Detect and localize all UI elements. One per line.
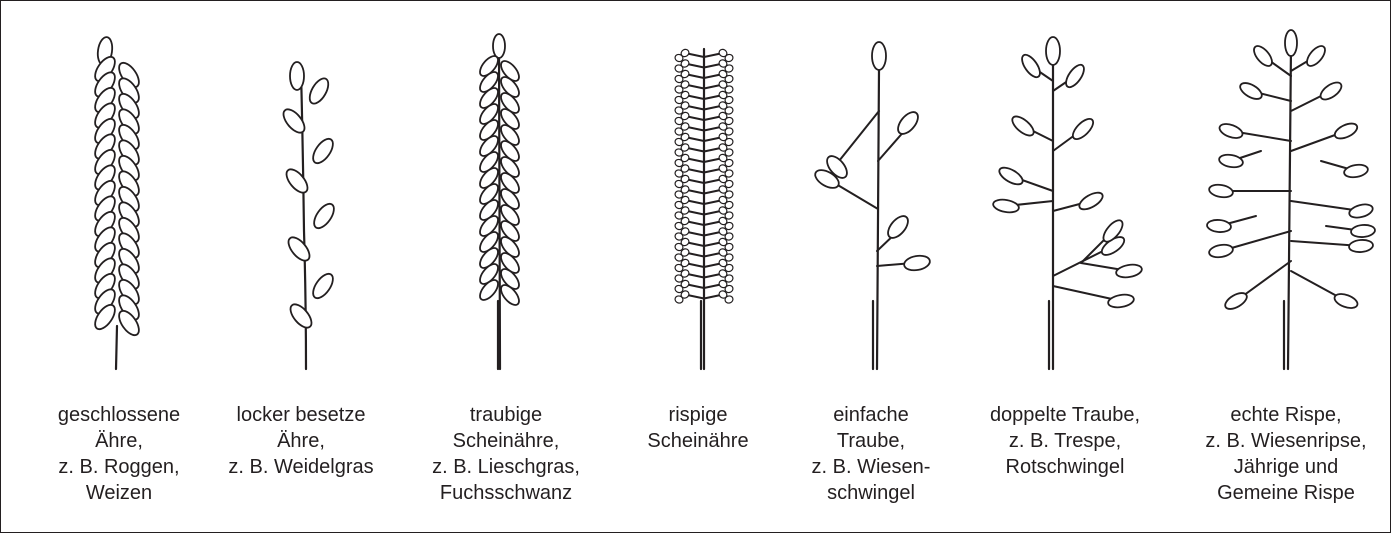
caption-locker-besetzte-aehre: locker besetze Ähre, z. B. Weidelgras — [206, 402, 396, 480]
drawing-doppelte-traube — [992, 37, 1143, 369]
spikelet — [1207, 219, 1232, 233]
spikelet — [1333, 120, 1360, 141]
caption-geschlossene-aehre: geschlossene Ähre, z. B. Roggen, Weizen — [24, 402, 214, 506]
spikelet — [309, 271, 337, 302]
caption-traubige-scheinaehre: traubige Scheinähre, z. B. Lieschgras, F… — [411, 402, 601, 506]
spikelet — [1348, 202, 1374, 220]
spikelet — [1009, 113, 1037, 139]
drawing-traubige-scheinaehre — [477, 34, 523, 369]
spikelet — [997, 164, 1026, 187]
spikelet — [1218, 153, 1244, 169]
spikelet — [1318, 79, 1345, 103]
spikelet — [1349, 239, 1374, 253]
spikelet — [1351, 224, 1376, 238]
spikelet — [1019, 52, 1044, 80]
caption-rispige-scheinaehre: rispige Scheinähre — [603, 402, 793, 454]
caption-line: einfache — [776, 402, 966, 428]
spikelet — [493, 34, 505, 58]
drawing-geschlossene-aehre — [91, 36, 143, 369]
caption-line: Traube, — [776, 428, 966, 454]
spikelet — [1063, 62, 1088, 90]
spikelet — [1107, 293, 1135, 309]
caption-einfache-traube: einfache Traube, z. B. Wiesen- schwingel — [776, 402, 966, 506]
spikelet — [1070, 116, 1097, 143]
caption-line: Jährige und — [1191, 454, 1381, 480]
drawing-rispige-scheinaehre — [674, 48, 734, 369]
caption-line: geschlossene — [24, 402, 214, 428]
spikelet — [1251, 43, 1276, 69]
spikelet — [1343, 163, 1369, 179]
caption-echte-rispe: echte Rispe, z. B. Wiesenripse, Jährige … — [1191, 402, 1381, 506]
caption-line: Gemeine Rispe — [1191, 480, 1381, 506]
spikelet — [1115, 263, 1143, 279]
caption-line: echte Rispe, — [1191, 402, 1381, 428]
caption-line: locker besetze — [206, 402, 396, 428]
spikelet — [1077, 189, 1106, 212]
spikelet — [1238, 80, 1265, 102]
spikelet — [1046, 37, 1060, 65]
caption-line: z. B. Wiesenripse, — [1191, 428, 1381, 454]
spikelet — [306, 75, 332, 106]
caption-line: Scheinähre, — [411, 428, 601, 454]
caption-line: Fuchsschwanz — [411, 480, 601, 506]
spikelet — [1218, 121, 1245, 140]
caption-line: Ähre, — [206, 428, 396, 454]
caption-line: Weizen — [24, 480, 214, 506]
drawing-einfache-traube — [812, 42, 931, 369]
caption-line: z. B. Lieschgras, — [411, 454, 601, 480]
spikelet — [1223, 290, 1250, 312]
spikelet — [287, 301, 316, 331]
caption-line: Ähre, — [24, 428, 214, 454]
caption-line: z. B. Weidelgras — [206, 454, 396, 480]
spikelet — [1208, 183, 1234, 199]
spikelet — [1285, 30, 1297, 56]
caption-line: z. B. Roggen, — [24, 454, 214, 480]
caption-line: rispige — [603, 402, 793, 428]
spikelet — [1208, 243, 1234, 259]
caption-line: schwingel — [776, 480, 966, 506]
caption-line: Scheinähre — [603, 428, 793, 454]
caption-line: Rotschwingel — [970, 454, 1160, 480]
spikelet — [992, 198, 1020, 214]
caption-line: traubige — [411, 402, 601, 428]
spikelet — [285, 234, 314, 264]
caption-line: doppelte Traube, — [970, 402, 1160, 428]
drawing-echte-rispe — [1207, 30, 1376, 369]
spikelet — [280, 106, 309, 136]
spikelet — [1333, 291, 1360, 310]
drawing-locker-besetzte-aehre — [280, 62, 338, 369]
spikelet — [309, 136, 337, 167]
caption-doppelte-traube: doppelte Traube, z. B. Trespe, Rotschwin… — [970, 402, 1160, 480]
spikelet — [283, 166, 312, 196]
caption-line: z. B. Trespe, — [970, 428, 1160, 454]
spikelet — [310, 201, 338, 232]
spikelet — [290, 62, 304, 90]
spikelet — [1304, 43, 1329, 69]
caption-line: z. B. Wiesen- — [776, 454, 966, 480]
